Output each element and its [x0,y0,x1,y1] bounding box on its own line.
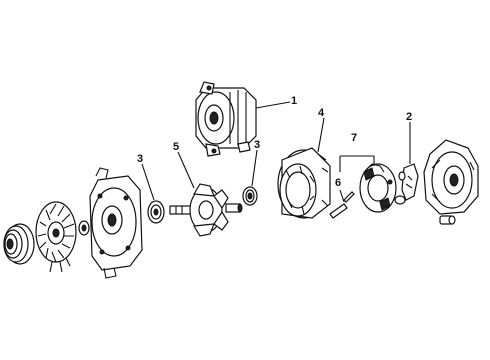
front-bearing [147,200,165,224]
rear-end-frame [423,139,479,215]
rear-bearing [242,186,258,206]
callout-3-front-bearing: 3 [137,153,143,165]
callout-7: 7 [351,132,357,144]
callout-5: 5 [173,141,179,153]
drive-end-frame [89,167,143,279]
callout-2: 2 [406,111,412,123]
spacer-collar [78,220,90,236]
rectifier-plate [359,163,397,213]
terminal-bushing [439,215,456,225]
stator [277,147,331,219]
brush [329,191,355,219]
callout-6: 6 [335,177,341,189]
rotor [169,183,243,237]
leader-lines [141,101,411,203]
callout-3-rear-bearing: 3 [254,139,260,151]
brush-holder [394,163,419,205]
pulley [3,223,35,265]
alternator-assembly [195,81,257,157]
cooling-fan [35,201,77,273]
callout-1: 1 [291,95,297,107]
callout-4: 4 [318,107,325,119]
